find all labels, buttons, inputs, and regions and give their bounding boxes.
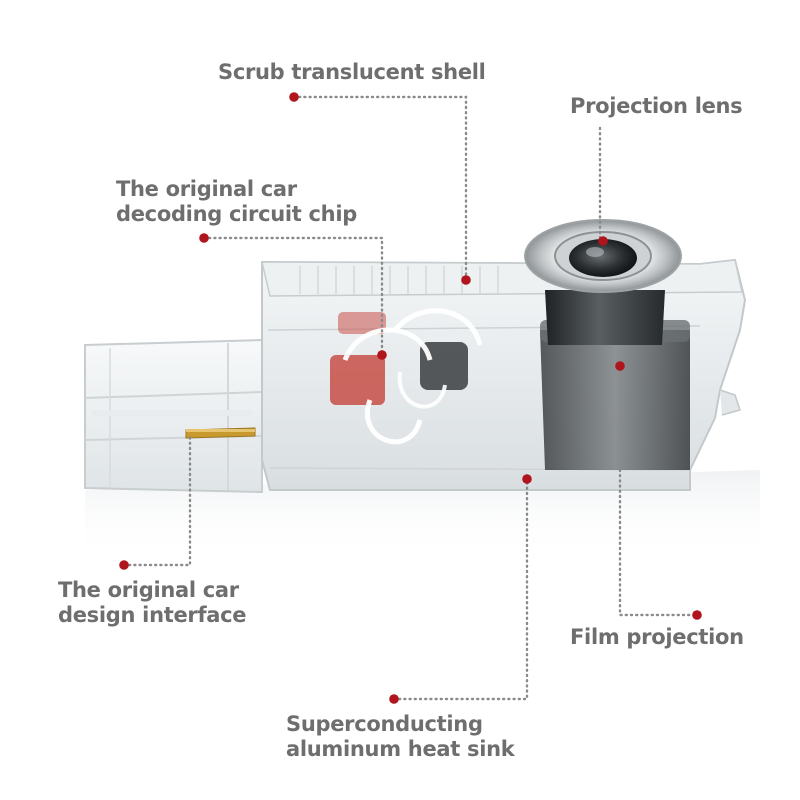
dot-lens-target	[598, 236, 608, 246]
label-translucent-shell: Scrub translucent shell	[218, 60, 486, 84]
dot-film-target	[615, 361, 625, 371]
dot-heatsink-label	[389, 694, 399, 704]
leader-chip	[202, 236, 384, 356]
dot-shell-label	[289, 92, 299, 102]
leader-lines	[122, 95, 699, 701]
heat-sink	[540, 330, 690, 470]
leader-shell	[292, 95, 468, 282]
label-decoding-chip-line1: The original car	[116, 177, 297, 201]
dot-film-label	[692, 610, 702, 620]
label-decoding-chip: The original car decoding circuit chip	[116, 177, 357, 227]
label-design-interface-line2: design interface	[58, 603, 247, 627]
label-design-interface: The original car design interface	[58, 578, 247, 628]
label-decoding-chip-line2: decoding circuit chip	[116, 202, 357, 226]
lens-glass	[569, 239, 637, 277]
label-design-interface-line1: The original car	[58, 578, 239, 602]
dot-interface-label	[119, 560, 129, 570]
dot-heatsink-target	[522, 474, 532, 484]
label-projection-lens: Projection lens	[570, 94, 743, 118]
label-heat-sink: Superconducting aluminum heat sink	[286, 712, 515, 762]
leader-heatsink	[392, 477, 529, 701]
label-film-projection: Film projection	[570, 625, 744, 649]
projector-illustration	[84, 219, 760, 560]
marker-dots	[119, 92, 702, 704]
leader-film	[618, 364, 699, 617]
circuit-chip	[330, 308, 483, 445]
dot-chip-label	[199, 233, 209, 243]
label-heat-sink-line2: aluminum heat sink	[286, 737, 515, 761]
leader-interface	[122, 434, 192, 567]
lens-barrel	[545, 290, 665, 345]
dot-shell-target	[461, 275, 471, 285]
dot-chip-target	[377, 350, 387, 360]
label-heat-sink-line1: Superconducting	[286, 712, 483, 736]
